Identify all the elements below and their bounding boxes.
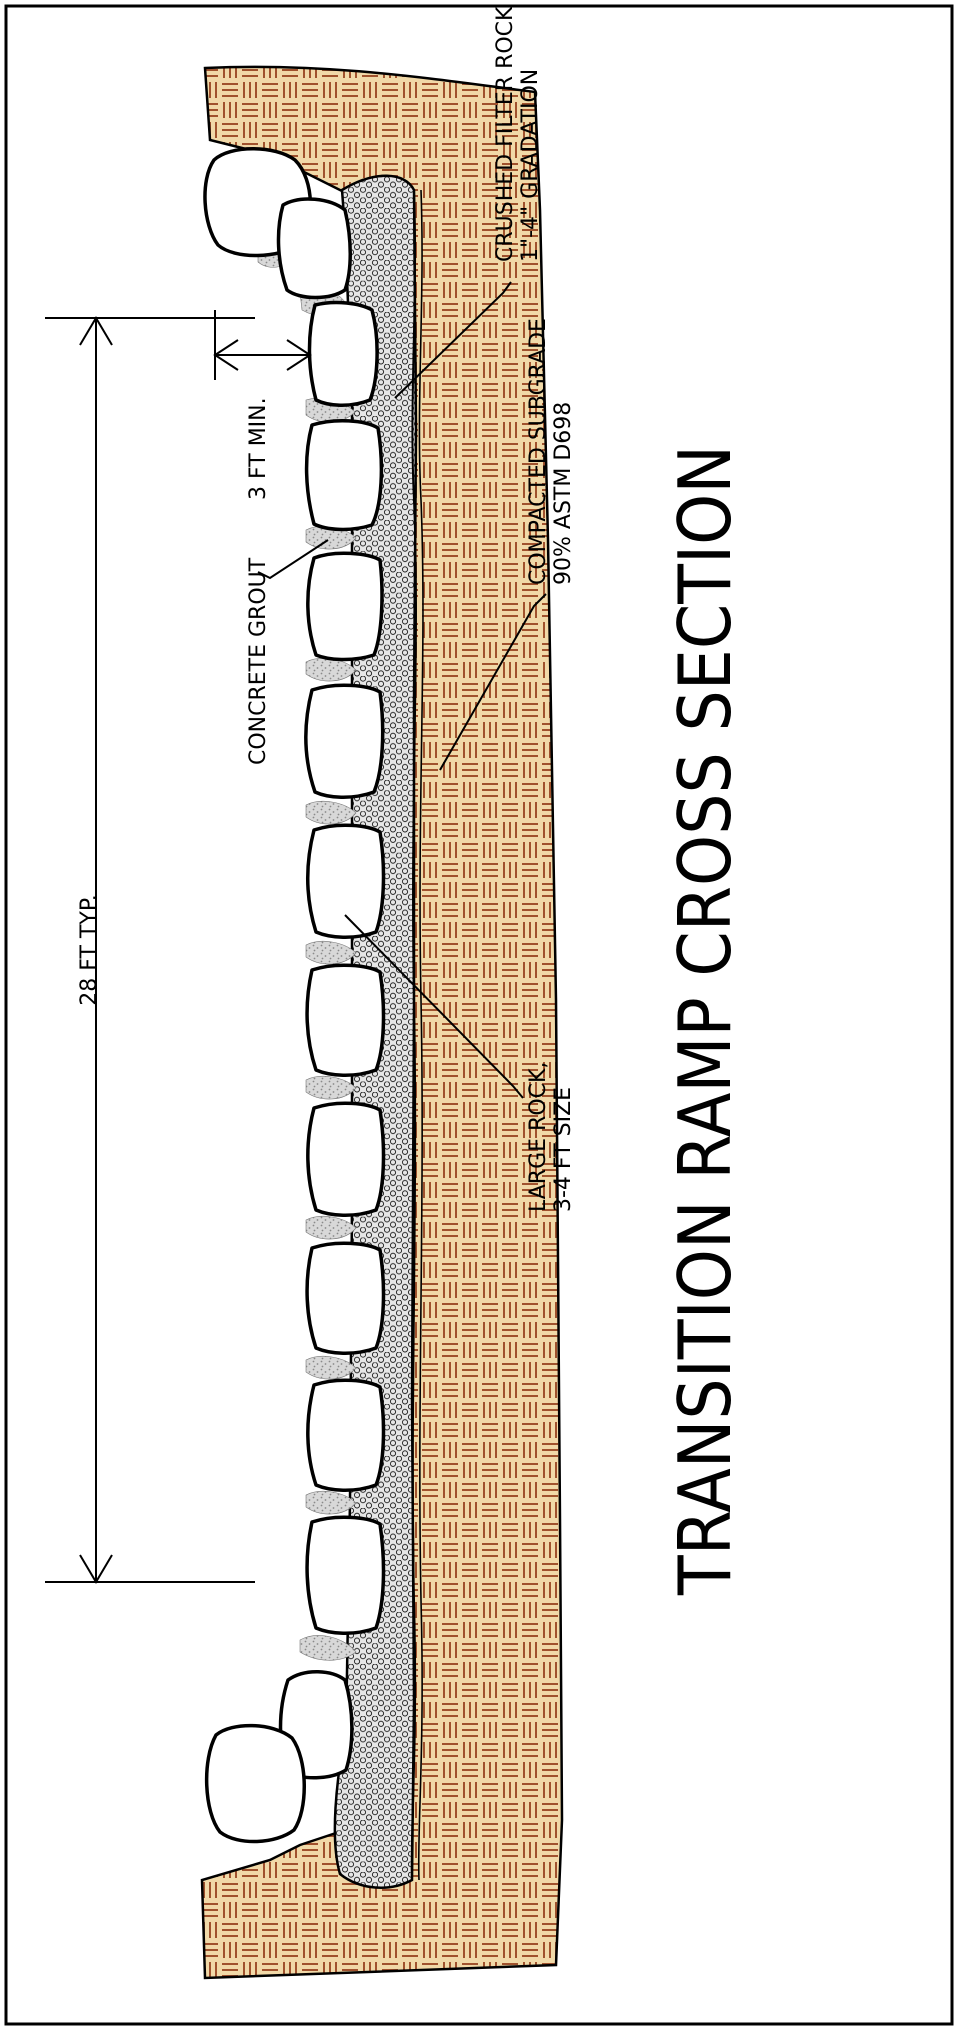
dim-28ft: [45, 316, 255, 1584]
subgrade-leader: [439, 593, 547, 771]
leader-lines: [257, 281, 547, 1099]
dim-28ft-arrow-top: [79, 316, 113, 346]
grout-pocket: [305, 801, 357, 825]
grout-pocket: [305, 658, 357, 682]
subgrade-label-line1: COMPACTED SUBGRADE: [526, 318, 551, 585]
large-rock: [304, 683, 385, 799]
large-rock: [305, 963, 386, 1077]
dim-3ft-arrow-right: [286, 339, 312, 371]
large-rock: [276, 197, 352, 300]
large-rock-label-line2: 3-4 FT SIZE: [551, 1087, 576, 1212]
interface-line-1: [410, 189, 417, 1881]
filter-rock-leader: [394, 281, 512, 399]
large-rock: [305, 1241, 386, 1355]
large-rock: [306, 823, 386, 939]
large-rock: [306, 1378, 386, 1492]
dim-3ft-arrow-left: [213, 339, 239, 371]
large-rock-leader: [344, 914, 524, 1099]
large-rock-label-line1: LARGE ROCK,: [526, 1062, 551, 1212]
dim-3ft-text: 3 FT MIN.: [246, 397, 271, 500]
dim-28ft-text: 28 FT TYP.: [77, 894, 102, 1005]
grout-pocket: [305, 941, 357, 965]
large-rock: [307, 300, 379, 407]
filter-rock-label-line1: CRUSHED FILTER ROCK: [493, 6, 518, 262]
large-rock: [304, 418, 384, 532]
interface-line-2: [417, 189, 424, 1881]
large-rock: [306, 1101, 386, 1217]
large-rock: [305, 1515, 386, 1635]
dim-28ft-arrow-bottom: [79, 1554, 113, 1584]
subgrade-label-line2: 90% ASTM D698: [551, 402, 576, 585]
grout-pocket: [305, 1491, 357, 1515]
diagram-title: TRANSITION RAMP CROSS SECTION: [663, 445, 747, 1596]
grout-pocket: [305, 1216, 357, 1240]
grout-pocket: [305, 1356, 357, 1380]
large-rock-group: [203, 147, 386, 1844]
grout-leader: [257, 539, 329, 580]
filter-rock-label-line2: 1"-4" GRADATION: [518, 69, 543, 262]
large-rock: [306, 551, 384, 662]
dim-3ft: [213, 310, 312, 380]
sheet-border: [4, 4, 954, 2026]
large-rock: [204, 1723, 306, 1844]
grout-pocket: [305, 1076, 357, 1100]
grout-pocket: [299, 1635, 357, 1661]
grout-label: CONCRETE GROUT: [246, 557, 271, 765]
